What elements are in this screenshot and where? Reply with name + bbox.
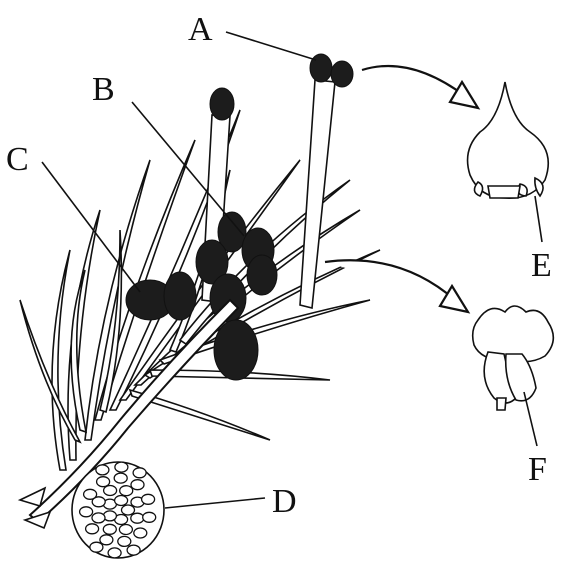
cone-scale xyxy=(97,477,110,487)
cone-scale xyxy=(114,473,127,483)
cone-scale xyxy=(80,507,93,517)
cone-scale xyxy=(96,465,109,475)
cone-scale xyxy=(118,536,131,546)
cone-scale xyxy=(115,496,128,506)
cone-scale xyxy=(131,480,144,490)
cone-scale xyxy=(131,513,144,523)
label-e: E xyxy=(531,247,552,284)
arrow-to-e xyxy=(362,66,478,108)
cone-scale xyxy=(86,524,99,534)
cone-scale xyxy=(142,494,155,504)
cone-scale xyxy=(133,468,146,478)
cone-scale xyxy=(108,548,121,558)
label-b: B xyxy=(92,71,115,108)
cone-scale xyxy=(120,486,133,496)
label-c: C xyxy=(6,141,29,178)
cone-scale xyxy=(100,535,113,545)
cone-scale xyxy=(127,545,140,555)
label-d: D xyxy=(272,483,297,520)
cone-scale xyxy=(115,462,128,472)
cone-scale xyxy=(103,524,116,534)
cone-scale xyxy=(143,512,156,522)
cone-scale xyxy=(92,513,105,523)
label-a: A xyxy=(188,11,213,48)
cone-scale xyxy=(84,489,97,499)
label-f: F xyxy=(528,451,547,488)
cone-scale xyxy=(90,542,103,552)
cone-scale xyxy=(122,505,135,515)
cone-scale xyxy=(134,528,147,538)
mature-cone xyxy=(72,462,164,558)
cone-scale xyxy=(119,525,132,535)
pollen-cones xyxy=(126,272,196,320)
ovule-scale-detail xyxy=(468,82,549,198)
pollen-scale-detail xyxy=(473,306,554,410)
